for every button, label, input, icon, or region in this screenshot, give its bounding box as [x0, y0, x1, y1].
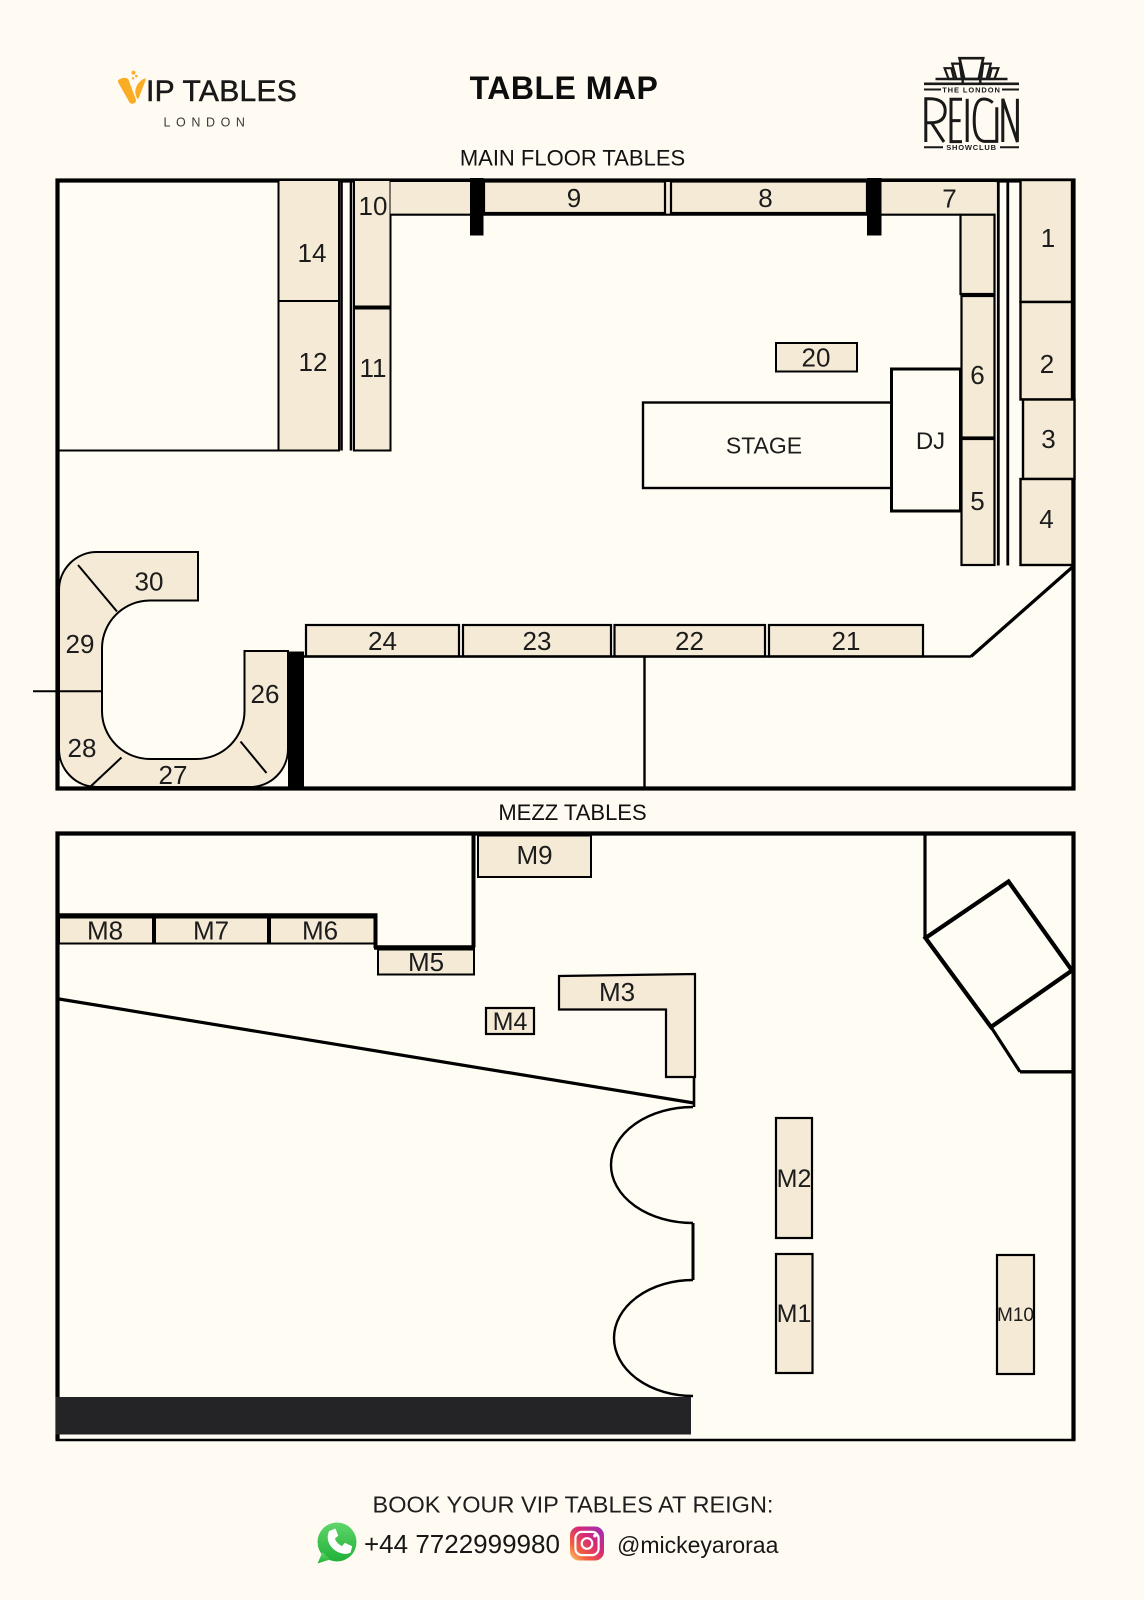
svg-text:THE LONDON: THE LONDON — [942, 85, 1001, 94]
svg-text:M10: M10 — [997, 1305, 1034, 1326]
svg-text:6: 6 — [970, 360, 984, 390]
svg-text:4: 4 — [1039, 504, 1053, 534]
svg-text:M2: M2 — [777, 1165, 812, 1193]
svg-text:M6: M6 — [302, 916, 338, 946]
svg-text:26: 26 — [251, 679, 280, 709]
svg-text:27: 27 — [159, 760, 188, 790]
svg-text:28: 28 — [68, 733, 97, 763]
svg-text:LONDON: LONDON — [163, 116, 250, 130]
svg-text:@mickeyaroraa: @mickeyaroraa — [617, 1532, 779, 1558]
svg-text:5: 5 — [970, 486, 984, 516]
svg-text:M7: M7 — [193, 916, 229, 946]
svg-text:22: 22 — [675, 626, 704, 656]
svg-text:2: 2 — [1040, 349, 1054, 379]
svg-text:BOOK YOUR VIP TABLES AT REIGN:: BOOK YOUR VIP TABLES AT REIGN: — [373, 1492, 774, 1518]
svg-text:7: 7 — [942, 184, 956, 214]
svg-text:+44 7722999980: +44 7722999980 — [364, 1529, 560, 1559]
svg-text:12: 12 — [299, 347, 328, 377]
svg-text:1: 1 — [1041, 223, 1055, 253]
svg-text:MEZZ TABLES: MEZZ TABLES — [498, 800, 646, 825]
svg-text:M9: M9 — [516, 840, 552, 870]
svg-text:21: 21 — [832, 626, 861, 656]
svg-text:M5: M5 — [408, 947, 444, 977]
svg-text:9: 9 — [567, 183, 581, 213]
svg-text:M8: M8 — [87, 916, 123, 946]
svg-text:M1: M1 — [777, 1300, 812, 1328]
svg-text:23: 23 — [523, 626, 552, 656]
svg-text:TABLE MAP: TABLE MAP — [470, 70, 659, 106]
svg-text:STAGE: STAGE — [726, 433, 802, 459]
svg-text:11: 11 — [360, 353, 387, 383]
svg-text:IP TABLES: IP TABLES — [146, 75, 297, 108]
svg-text:20: 20 — [802, 343, 831, 373]
svg-text:10: 10 — [359, 191, 388, 221]
svg-text:30: 30 — [135, 567, 164, 597]
svg-text:29: 29 — [66, 629, 95, 659]
svg-text:24: 24 — [368, 626, 397, 656]
svg-text:SHOWCLUB: SHOWCLUB — [946, 143, 997, 152]
svg-text:M4: M4 — [493, 1008, 528, 1036]
svg-text:M3: M3 — [599, 977, 635, 1007]
svg-text:DJ: DJ — [916, 428, 945, 455]
svg-text:14: 14 — [298, 238, 327, 268]
svg-text:8: 8 — [758, 183, 772, 213]
svg-text:3: 3 — [1041, 424, 1055, 454]
svg-text:MAIN FLOOR TABLES: MAIN FLOOR TABLES — [460, 146, 685, 171]
